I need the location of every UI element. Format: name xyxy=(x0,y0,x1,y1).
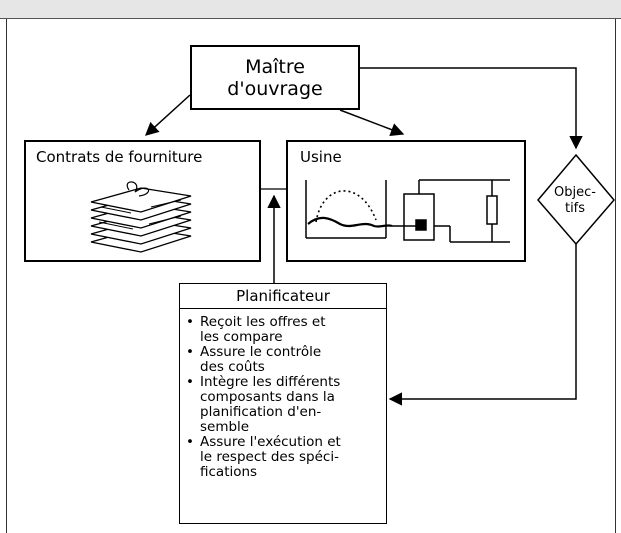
arrow-maitre-to-contrats xyxy=(145,94,191,136)
planificateur-task: Reçoit les offres et les compare xyxy=(186,315,380,345)
planificateur-task: Assure l'exécution et le respect des spé… xyxy=(186,435,380,480)
frame-left-border xyxy=(6,19,7,533)
planificateur-box: Planificateur Reçoit les offres et les c… xyxy=(179,283,387,524)
maitre-ouvrage-box: Maître d'ouvrage xyxy=(190,45,360,110)
top-bar xyxy=(0,0,621,19)
frame-right-border xyxy=(615,19,616,533)
contrats-label: Contrats de fourniture xyxy=(36,148,203,166)
arrow-maitre-to-usine xyxy=(339,109,405,136)
maitre-line2: d'ouvrage xyxy=(227,77,323,100)
objectifs-label: Objec- tifs xyxy=(554,185,596,216)
arrow-maitre-to-objectifs xyxy=(360,67,583,150)
usine-box: Usine xyxy=(286,140,526,262)
contrats-box: Contrats de fourniture xyxy=(24,140,261,262)
planificateur-task: Intègre les différents composants dans l… xyxy=(186,375,380,435)
arrow-objectifs-to-planificateur xyxy=(388,244,577,406)
documents-stack-icon xyxy=(90,181,192,253)
planificateur-task-list: Reçoit les offres et les compare Assure … xyxy=(180,309,386,480)
usine-label: Usine xyxy=(300,148,342,166)
factory-process-icon xyxy=(305,179,510,243)
planificateur-task: Assure le contrôle des coûts xyxy=(186,345,380,375)
planificateur-title: Planificateur xyxy=(180,284,386,309)
maitre-line1: Maître xyxy=(245,55,305,78)
